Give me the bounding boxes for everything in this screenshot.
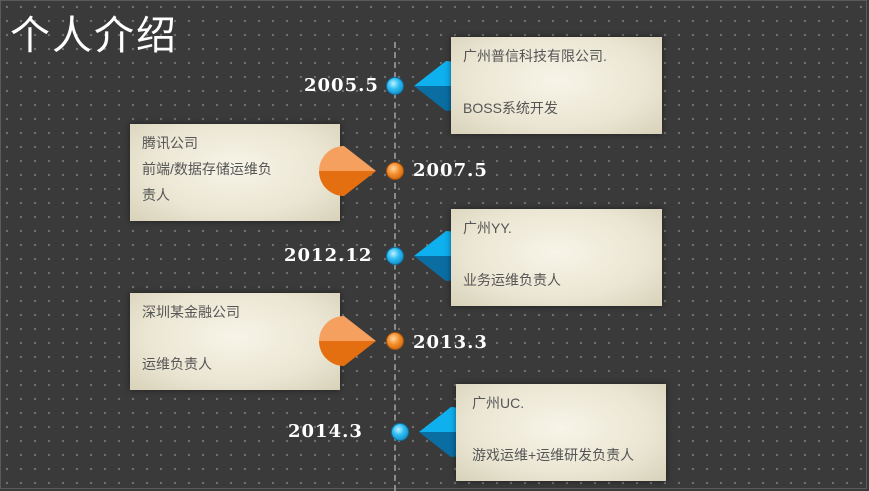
timeline-card: 广州YY. 业务运维负责人: [451, 209, 662, 306]
card-line: 游戏运维+运维研发负责人: [472, 447, 635, 463]
card-line: 广州YY.: [463, 220, 512, 236]
timeline-axis: [394, 42, 396, 491]
timeline-date: 2005.5: [304, 75, 379, 96]
card-line: 责人: [142, 187, 170, 203]
card-line: BOSS系统开发: [463, 100, 558, 116]
card-gap: [463, 241, 650, 267]
timeline-date: 2007.5: [413, 160, 488, 181]
timeline-card: 腾讯公司 前端/数据存储运维负 责人: [130, 124, 340, 221]
timeline-node: [386, 247, 404, 265]
card-gap: [463, 69, 650, 95]
timeline-node: [386, 332, 404, 350]
timeline-card: 广州普信科技有限公司. BOSS系统开发: [451, 37, 662, 134]
card-line: 前端/数据存储运维负: [142, 161, 272, 177]
card-line: 广州UC.: [472, 395, 525, 411]
timeline-date: 2014.3: [288, 421, 363, 442]
timeline-node: [391, 423, 409, 441]
timeline-date: 2013.3: [413, 332, 488, 353]
timeline-connector: [319, 146, 376, 196]
card-line: 广州普信科技有限公司.: [463, 48, 607, 64]
card-line: 业务运维负责人: [463, 272, 561, 288]
timeline-connector: [319, 316, 376, 366]
card-line: 深圳某金融公司: [142, 304, 240, 320]
timeline-card: 广州UC. 游戏运维+运维研发负责人: [456, 384, 666, 481]
card-line: 腾讯公司: [142, 135, 198, 151]
timeline-date: 2012.12: [284, 245, 373, 266]
card-line: 运维负责人: [142, 356, 212, 372]
timeline-node: [386, 77, 404, 95]
slide-title: 个人介绍: [10, 13, 178, 59]
card-gap: [472, 416, 656, 442]
timeline-card: 深圳某金融公司 运维负责人: [130, 293, 340, 390]
timeline-node: [386, 162, 404, 180]
card-gap: [142, 325, 328, 351]
